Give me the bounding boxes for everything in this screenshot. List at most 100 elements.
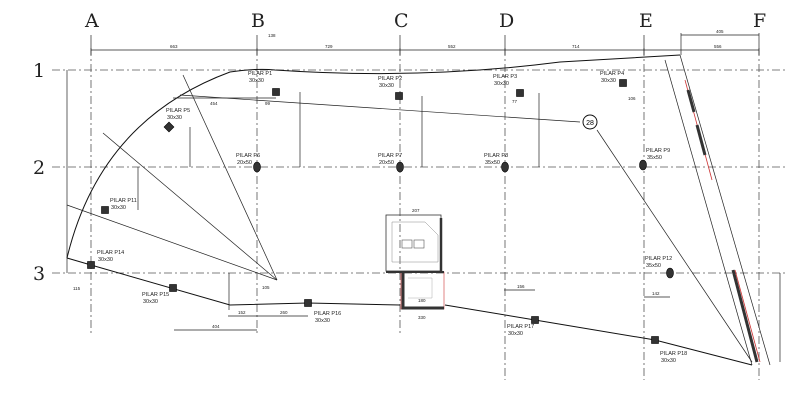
dimension-label: 404 bbox=[212, 324, 220, 329]
pillar-size: 30x30 bbox=[111, 205, 126, 211]
grid-column-E: E bbox=[639, 10, 653, 32]
grid-column-C: C bbox=[394, 10, 409, 32]
pillar-marker bbox=[163, 121, 175, 133]
dimension-label: 330 bbox=[418, 315, 426, 320]
grid-row-3: 3 bbox=[33, 263, 45, 285]
pillar-marker bbox=[501, 161, 509, 173]
building-outline bbox=[66, 54, 771, 366]
pillar-size: 30x30 bbox=[167, 115, 182, 121]
wall-segment bbox=[731, 269, 759, 363]
grid-row-1: 1 bbox=[33, 60, 45, 82]
dimension-label: 142 bbox=[652, 291, 660, 296]
dimension-label: 729 bbox=[325, 44, 333, 49]
dimension-label: 77 bbox=[512, 99, 518, 104]
pillar-marker bbox=[651, 336, 659, 344]
pillar-label: PILAR P12 bbox=[645, 256, 672, 262]
pillar-marker bbox=[169, 284, 177, 292]
pillar-size: 30x30 bbox=[494, 81, 509, 87]
pillar-size: 20x50 bbox=[379, 160, 394, 166]
pillar-marker bbox=[253, 161, 261, 173]
pillar-size: 30x30 bbox=[249, 78, 264, 84]
pillar-marker bbox=[666, 267, 674, 279]
dimension-label: 552 bbox=[448, 44, 456, 49]
pillar-marker bbox=[101, 206, 109, 214]
callout-28: 28 bbox=[582, 114, 598, 130]
dimension-label: 556 bbox=[714, 44, 722, 49]
dimension-label: 663 bbox=[170, 44, 178, 49]
grid-row-2: 2 bbox=[33, 157, 45, 179]
pillar-marker bbox=[531, 316, 539, 324]
construction-lines: 454 138 99 77 106 142 156 152 260 404 11… bbox=[66, 33, 781, 363]
pillar-label: PILAR P5 bbox=[166, 108, 190, 114]
grid-column-A: A bbox=[84, 10, 99, 32]
dimension-label: 115 bbox=[73, 286, 81, 291]
pillar-label: PILAR P16 bbox=[314, 311, 341, 317]
pillar-label: PILAR P15 bbox=[142, 292, 169, 298]
pillar-marker bbox=[272, 88, 280, 96]
pillar-size: 30x30 bbox=[601, 78, 616, 84]
pillar-label: PILAR P18 bbox=[660, 351, 687, 357]
pillar-marker bbox=[396, 161, 404, 173]
pillar-size: 35x50 bbox=[485, 160, 500, 166]
pillar-label: PILAR P7 bbox=[378, 153, 402, 159]
pillar-size: 20x50 bbox=[237, 160, 252, 166]
pillar-marker bbox=[619, 79, 627, 87]
pillar-label: PILAR P1 bbox=[248, 71, 272, 77]
pillar-size: 30x30 bbox=[315, 318, 330, 324]
dimension-label: 207 bbox=[412, 208, 420, 213]
pillar-label: PILAR P3 bbox=[493, 74, 517, 80]
pillar-size: 30x30 bbox=[98, 257, 113, 263]
dimension-label: 156 bbox=[517, 284, 525, 289]
pillar-marker bbox=[304, 299, 312, 307]
pillar-marker bbox=[87, 261, 95, 269]
pillar-label: PILAR P14 bbox=[97, 250, 124, 256]
pillar-size: 30x30 bbox=[143, 299, 158, 305]
dimension-label: 106 bbox=[628, 96, 636, 101]
callout-number: 28 bbox=[586, 120, 594, 127]
pillar-size: 35x50 bbox=[646, 263, 661, 269]
pillar-label: PILAR P9 bbox=[646, 148, 670, 154]
pillar-size: 30x30 bbox=[508, 331, 523, 337]
pillar-size: 30x30 bbox=[661, 358, 676, 364]
pillar-label: PILAR P8 bbox=[484, 153, 508, 159]
dimension-label: 152 bbox=[238, 310, 246, 315]
pillar-size: 30x30 bbox=[379, 83, 394, 89]
pillar-size: 35x50 bbox=[647, 155, 662, 161]
wall-segment bbox=[695, 124, 707, 156]
pillar-label: PILAR P6 bbox=[236, 153, 260, 159]
dimension-label: 260 bbox=[280, 310, 288, 315]
dimension-label: 138 bbox=[268, 33, 276, 38]
stair-core bbox=[385, 214, 445, 310]
pillar-marker bbox=[639, 159, 647, 171]
wall-segment bbox=[686, 89, 696, 113]
pillar-label: PILAR P4 bbox=[600, 71, 624, 77]
grid-lines bbox=[52, 48, 785, 380]
dimension-label: 105 bbox=[262, 285, 270, 290]
top-dimension-line: 663 729 552 714 556 405 bbox=[90, 29, 760, 55]
dimension-label: 180 bbox=[418, 298, 426, 303]
dimension-label: 405 bbox=[716, 29, 724, 34]
pillar-marker bbox=[516, 89, 524, 97]
dimension-label: 714 bbox=[572, 44, 580, 49]
pillar-marker bbox=[395, 92, 403, 100]
dimension-label: 454 bbox=[210, 101, 218, 106]
row-labels: 1 2 3 bbox=[33, 60, 45, 285]
